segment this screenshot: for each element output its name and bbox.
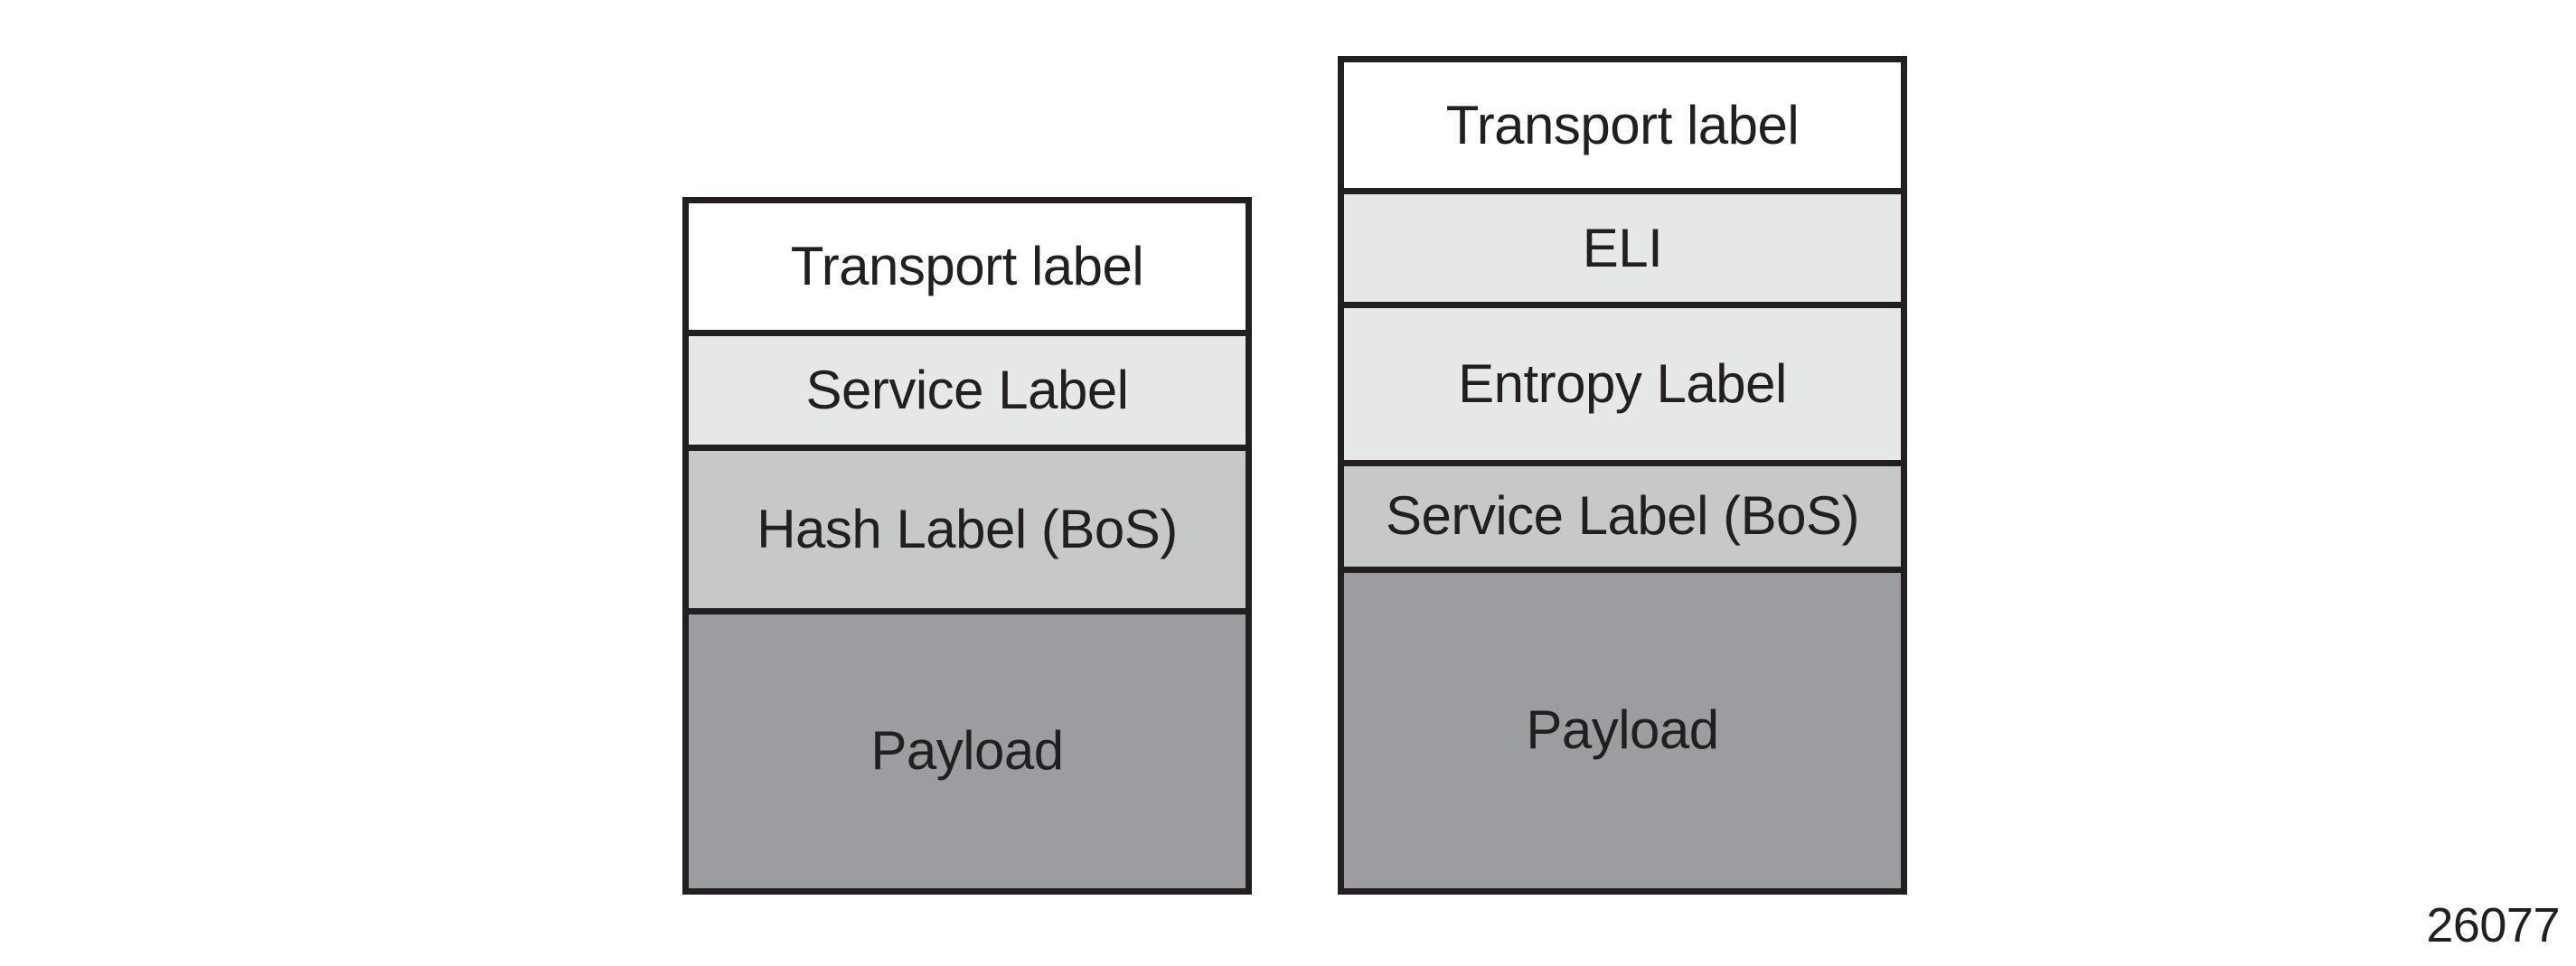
- layer-label: Service Label (BoS): [1385, 485, 1860, 547]
- layer-label: Transport label: [1445, 94, 1800, 155]
- stack-layer-service-label-bos: Service Label (BoS): [1344, 466, 1901, 573]
- layer-label: Payload: [870, 720, 1064, 782]
- stack-layer-transport-label: Transport label: [689, 203, 1246, 336]
- layer-label: Entropy Label: [1458, 352, 1787, 414]
- layer-label: Payload: [1526, 699, 1719, 761]
- stack-layer-hash-label-bos: Hash Label (BoS): [689, 451, 1246, 614]
- stack-layer-entropy-label: Entropy Label: [1344, 307, 1901, 467]
- stack-layer-eli: ELI: [1344, 194, 1901, 308]
- stack-layer-transport-label: Transport label: [1344, 62, 1901, 195]
- layer-label: Service Label: [805, 359, 1129, 420]
- stack-layer-service-label: Service Label: [689, 335, 1246, 452]
- hash-label-stack: Transport label Service Label Hash Label…: [682, 197, 1252, 895]
- stack-layer-payload: Payload: [1344, 572, 1901, 888]
- layer-label: Transport label: [790, 235, 1144, 296]
- stack-layer-payload: Payload: [689, 614, 1246, 888]
- figure-number: 26077: [2426, 898, 2560, 952]
- entropy-label-stack: Transport label ELI Entropy Label Servic…: [1338, 56, 1907, 895]
- layer-label: ELI: [1582, 217, 1663, 278]
- layer-label: Hash Label (BoS): [757, 498, 1178, 559]
